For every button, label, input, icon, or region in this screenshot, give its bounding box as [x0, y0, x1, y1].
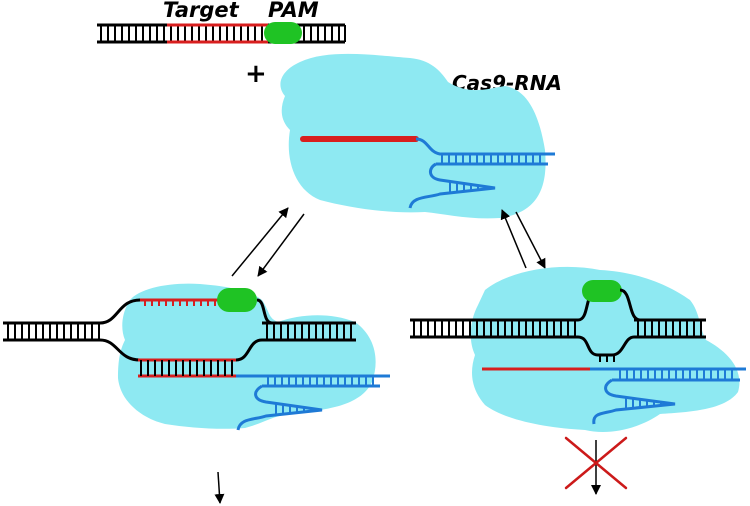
- proceed-arrow: [214, 471, 225, 504]
- blocked-cross-icon: [564, 436, 628, 490]
- equilibrium-arrows-right: [500, 209, 546, 269]
- pam-label: PAM: [268, 0, 319, 22]
- guide-rna-stem: [441, 154, 541, 164]
- r-loop-complex: [3, 283, 390, 504]
- guide-rna-hairpin: [408, 162, 496, 209]
- cas9-rna-complex: [280, 53, 555, 219]
- pam-site-pam-bound: [582, 280, 622, 302]
- cas9-protein-pam-bound: [470, 266, 740, 433]
- pam-site-bound: [217, 288, 257, 312]
- displaced-strand-ticks: [144, 300, 216, 306]
- pam-site: [264, 22, 302, 44]
- guide-rna-strand: [415, 137, 555, 156]
- pam-bound-complex: [410, 266, 746, 495]
- target-dna: Target PAM: [97, 0, 346, 44]
- plus-sign: +: [245, 59, 267, 89]
- equilibrium-arrows-left: [231, 207, 305, 277]
- cas9-protein-bound: [118, 283, 376, 429]
- dna-rungs: [100, 25, 346, 42]
- target-label: Target: [163, 0, 240, 22]
